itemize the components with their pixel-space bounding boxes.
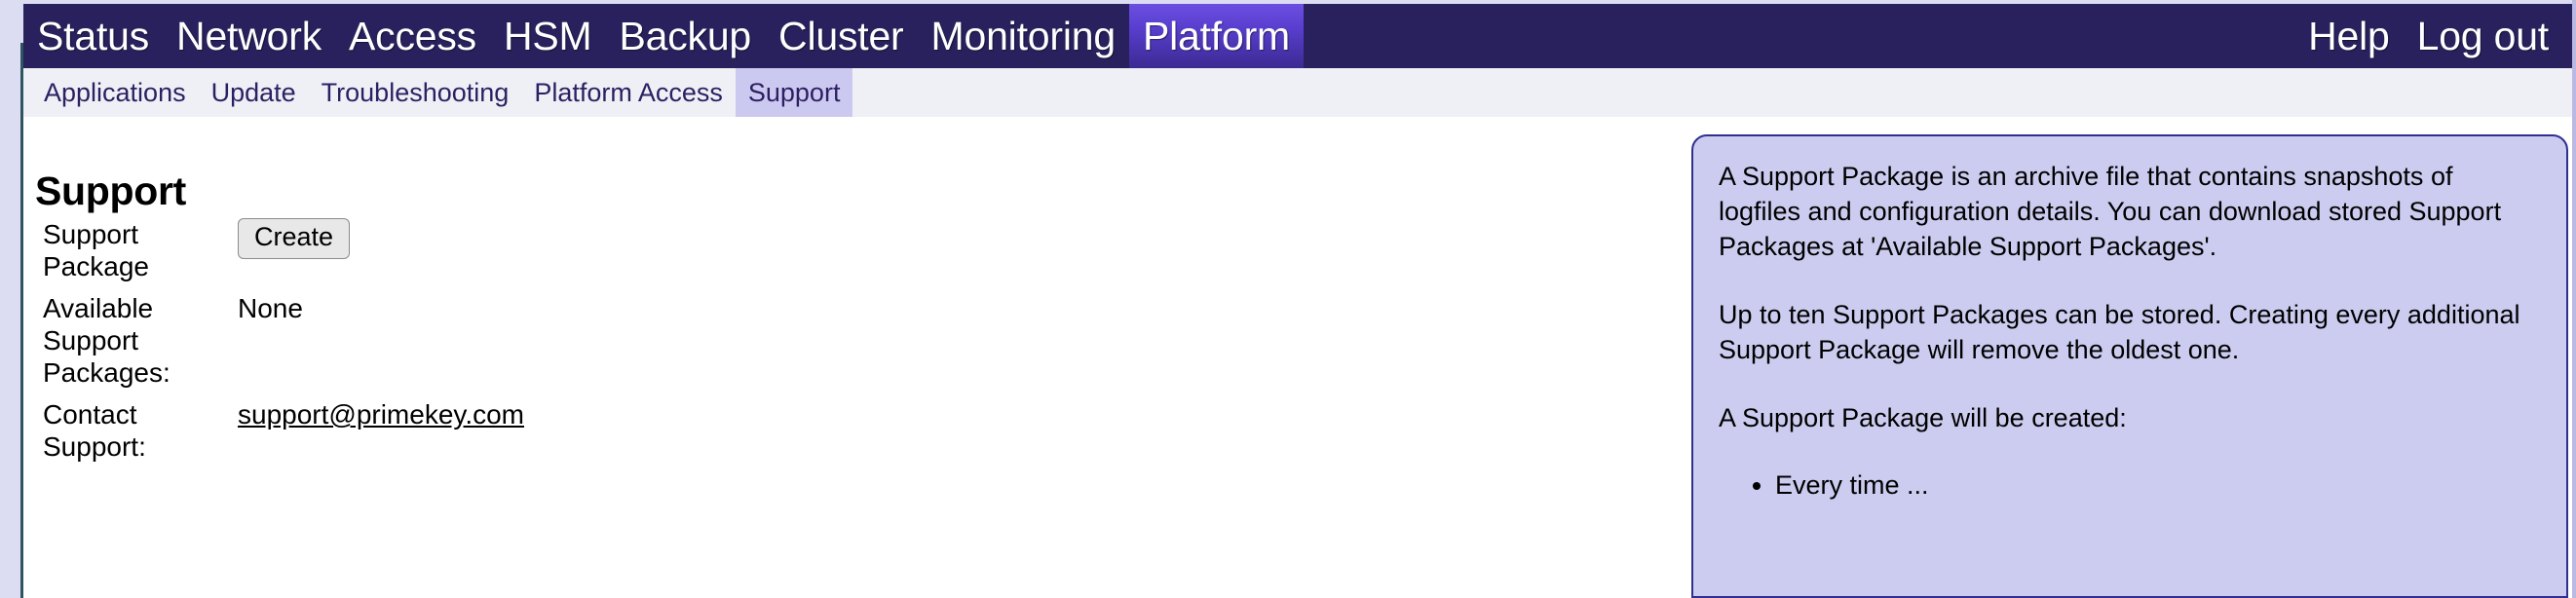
topnav-label-access: Access <box>349 13 476 58</box>
content-frame: Status Network Access HSM Backup Cluster… <box>23 4 2572 598</box>
subnav-label-support: Support <box>747 77 841 107</box>
support-form: Support Package Create Available Support… <box>43 214 1017 468</box>
form-row-contact-support: Contact Support: support@primekey.com <box>43 394 1017 463</box>
support-info-panel: A Support Package is an archive file tha… <box>1691 134 2568 598</box>
topnav-item-status[interactable]: Status <box>23 4 163 68</box>
help-link[interactable]: Help <box>2294 4 2404 68</box>
subnav-item-update[interactable]: Update <box>199 68 309 117</box>
subnav-item-troubleshooting[interactable]: Troubleshooting <box>309 68 522 117</box>
subnav-item-applications[interactable]: Applications <box>31 68 199 117</box>
topnav-item-hsm[interactable]: HSM <box>490 4 606 68</box>
top-navigation-primary-items: Status Network Access HSM Backup Cluster… <box>23 4 1305 68</box>
subnav-label-update: Update <box>210 77 296 107</box>
topnav-item-access[interactable]: Access <box>335 4 490 68</box>
left-gutter <box>0 0 21 598</box>
subnav-label-troubleshooting: Troubleshooting <box>321 77 510 107</box>
main-content: Support Support Package Create Available… <box>23 117 2572 598</box>
topnav-label-status: Status <box>37 13 150 58</box>
topnav-label-monitoring: Monitoring <box>930 13 1117 58</box>
subnav-label-applications: Applications <box>44 77 186 107</box>
info-paragraph-2: Up to ten Support Packages can be stored… <box>1719 299 2520 364</box>
topnav-label-network: Network <box>176 13 322 58</box>
support-email-link[interactable]: support@primekey.com <box>238 399 524 430</box>
topnav-label-backup: Backup <box>619 13 752 58</box>
create-support-package-button[interactable]: Create <box>238 218 351 259</box>
label-available-support-packages: Available Support Packages: <box>43 288 238 389</box>
topnav-label-cluster: Cluster <box>778 13 904 58</box>
info-paragraph-3: A Support Package will be created: <box>1719 402 2127 432</box>
topnav-item-backup[interactable]: Backup <box>605 4 765 68</box>
info-bullet-list: Every time ... <box>1719 468 2541 504</box>
help-label: Help <box>2308 13 2390 58</box>
right-border-rule <box>2572 0 2576 598</box>
label-available-support-packages-text: Available Support Packages: <box>43 293 170 389</box>
value-available-support-packages: None <box>238 293 303 324</box>
info-paragraph-1: A Support Package is an archive file tha… <box>1719 162 2502 261</box>
topnav-item-cluster[interactable]: Cluster <box>765 4 917 68</box>
subnav-label-platform-access: Platform Access <box>534 77 723 107</box>
form-row-support-package: Support Package Create <box>43 214 1017 282</box>
sub-navigation-bar: Applications Update Troubleshooting Plat… <box>23 68 2572 117</box>
subnav-item-platform-access[interactable]: Platform Access <box>521 68 736 117</box>
topnav-item-platform[interactable]: Platform <box>1128 4 1305 68</box>
form-row-available-packages: Available Support Packages: None <box>43 288 1017 389</box>
logout-label: Log out <box>2416 13 2550 58</box>
topnav-item-network[interactable]: Network <box>163 4 335 68</box>
top-navigation-utility-items: Help Log out <box>2294 4 2572 68</box>
topnav-label-hsm: HSM <box>503 13 592 58</box>
logout-link[interactable]: Log out <box>2404 4 2562 68</box>
label-support-package: Support Package <box>43 219 149 282</box>
topnav-label-platform: Platform <box>1142 13 1291 58</box>
info-bullet-item: Every time ... <box>1775 468 2541 504</box>
topnav-item-monitoring[interactable]: Monitoring <box>918 4 1129 68</box>
top-navigation-bar: Status Network Access HSM Backup Cluster… <box>23 4 2572 68</box>
left-border-rule <box>20 43 23 598</box>
value-support-package: Create <box>238 214 351 259</box>
page-title: Support <box>35 168 187 214</box>
value-contact-support: support@primekey.com <box>238 394 524 430</box>
label-contact-support: Contact Support: <box>43 399 146 463</box>
subnav-item-support[interactable]: Support <box>735 68 853 117</box>
